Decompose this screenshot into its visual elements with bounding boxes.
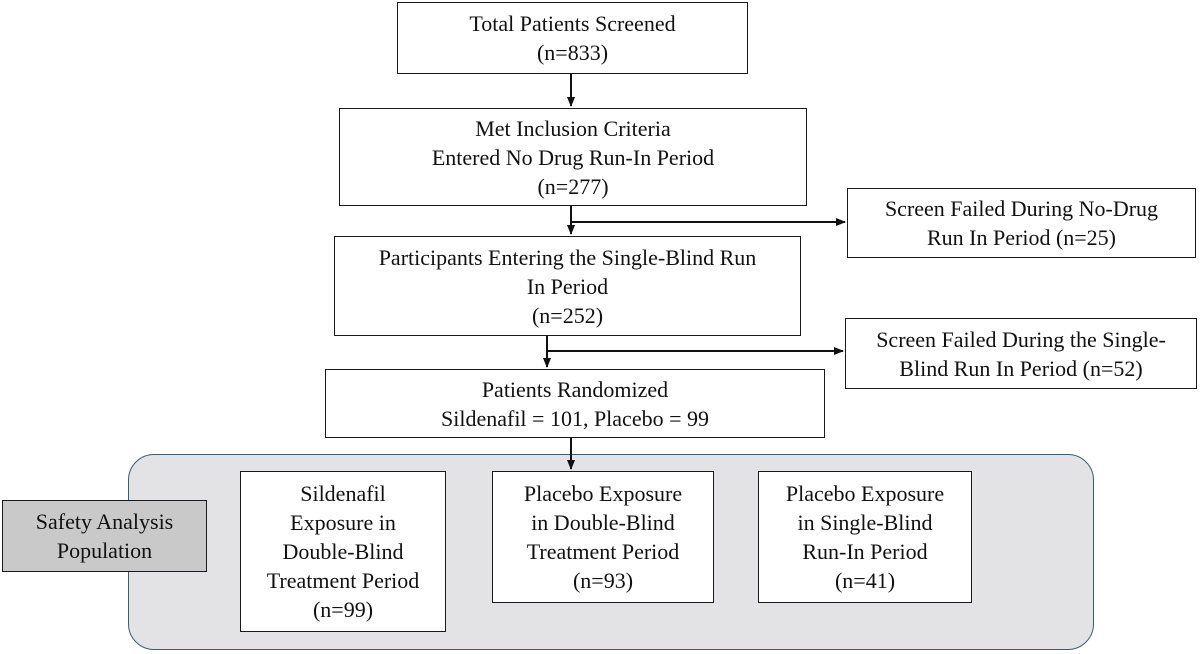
label-line: Population <box>56 538 153 563</box>
box-line: Exposure in <box>290 510 396 535</box>
box-line: Sildenafil = 101, Placebo = 99 <box>441 405 709 431</box>
fail-single-blind-box: Screen Failed During the Single- Blind R… <box>845 318 1197 389</box>
box-line: (n=252) <box>531 302 604 328</box>
box-line: Entered No Drug Run-In Period <box>431 144 715 170</box>
box-line: In Period <box>526 273 609 299</box>
placebo-double-blind-box: Placebo Exposure in Double-Blind Treatme… <box>492 471 714 603</box>
box-line: (n=41) <box>834 568 896 593</box>
box-line: Patients Randomized <box>481 376 669 402</box>
box-line: Screen Failed During No-Drug <box>884 196 1159 221</box>
box-line: in Double-Blind <box>531 510 675 535</box>
inclusion-criteria-box: Met Inclusion Criteria Entered No Drug R… <box>339 108 807 206</box>
box-line: Screen Failed During the Single- <box>876 326 1166 352</box>
box-line: Treatment Period <box>266 568 420 593</box>
fail-no-drug-box: Screen Failed During No-Drug Run In Peri… <box>847 188 1196 258</box>
total-screened-box: Total Patients Screened (n=833) <box>397 2 748 74</box>
box-line: Placebo Exposure <box>523 481 683 506</box>
randomized-box: Patients Randomized Sildenafil = 101, Pl… <box>325 369 825 438</box>
box-line: (n=93) <box>572 568 634 593</box>
box-line: Total Patients Screened <box>469 11 676 36</box>
sildenafil-double-blind-box: Sildenafil Exposure in Double-Blind Trea… <box>240 471 446 632</box>
box-line: Double-Blind <box>282 539 404 564</box>
single-blind-entry-box: Participants Entering the Single-Blind R… <box>334 236 801 336</box>
box-line: in Single-Blind <box>797 510 933 535</box>
box-line: (n=277) <box>537 173 609 199</box>
box-line: (n=99) <box>312 597 374 622</box>
label-line: Safety Analysis <box>35 509 174 534</box>
box-line: Participants Entering the Single-Blind R… <box>378 244 757 270</box>
placebo-single-blind-box: Placebo Exposure in Single-Blind Run-In … <box>758 471 972 603</box>
box-line: Run-In Period <box>802 539 928 564</box>
safety-analysis-label: Safety Analysis Population <box>2 500 207 572</box>
box-line: Sildenafil <box>300 481 386 506</box>
box-line: Met Inclusion Criteria <box>475 115 671 141</box>
box-line: Treatment Period <box>526 539 680 564</box>
box-line: Blind Run In Period (n=52) <box>899 355 1143 381</box>
box-line: (n=833) <box>536 40 609 65</box>
box-line: Run In Period (n=25) <box>927 225 1116 250</box>
box-line: Placebo Exposure <box>785 481 945 506</box>
